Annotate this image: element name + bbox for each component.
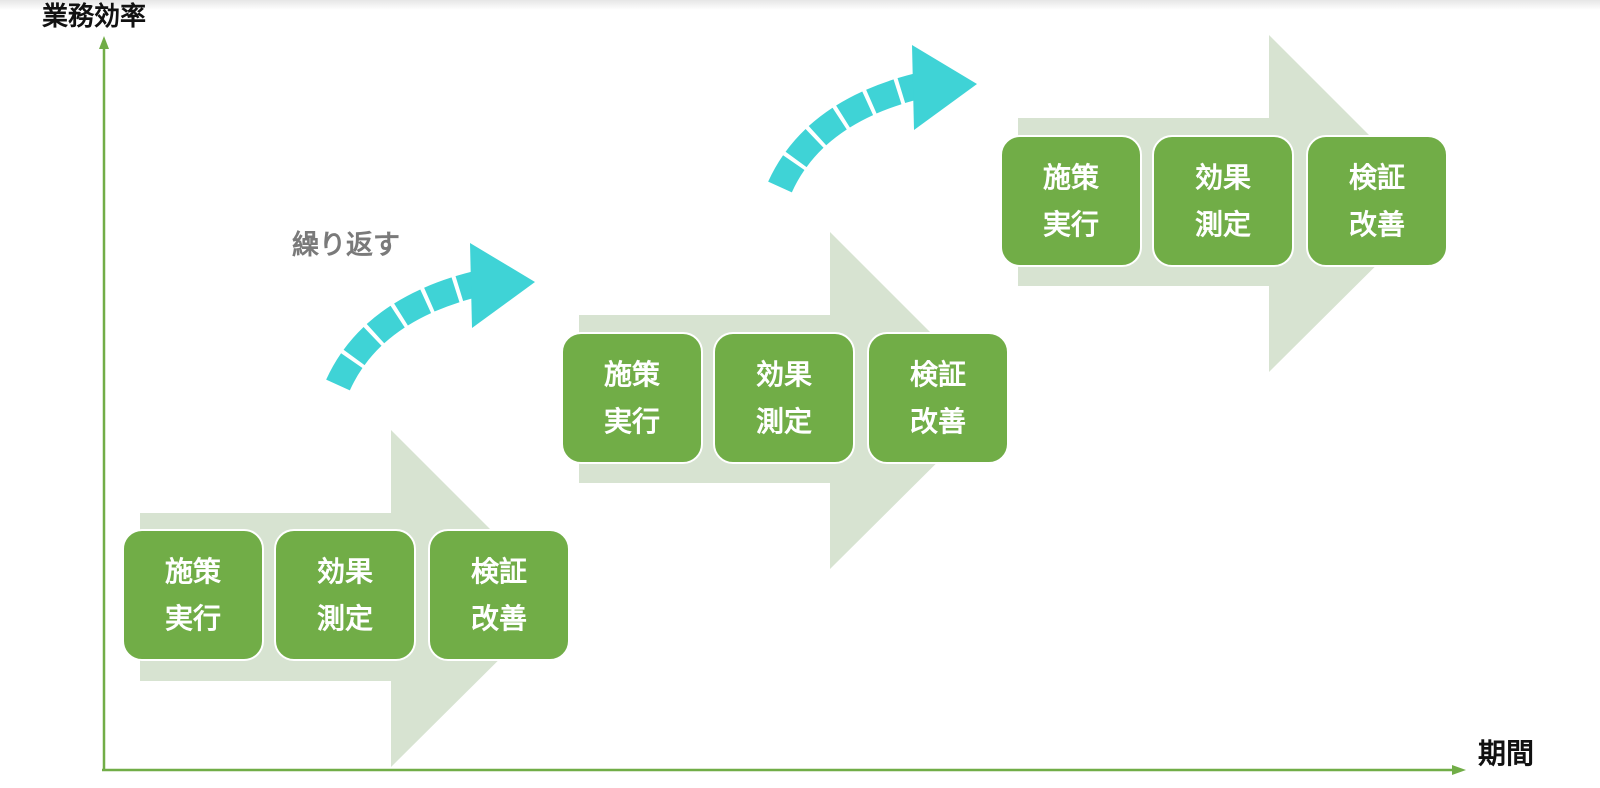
- step-box-verify: 検証 改善: [867, 332, 1009, 464]
- step-label: 改善: [909, 405, 966, 438]
- y-axis-label: 業務効率: [42, 2, 147, 32]
- stage-1: 施策 実行 効果 測定 検証 改善: [122, 529, 576, 665]
- y-axis-arrowhead: [99, 36, 109, 49]
- repeat-arrow-1: [326, 243, 535, 391]
- step-label: 改善: [470, 602, 527, 635]
- step-box-execute: 施策 実行: [561, 332, 703, 464]
- repeat-arrow-head: [470, 243, 535, 328]
- step-label: 効果: [1194, 161, 1251, 194]
- step-box-verify: 検証 改善: [1306, 135, 1448, 267]
- step-box-measure: 効果 測定: [1152, 135, 1294, 267]
- x-axis-label: 期間: [1478, 737, 1535, 770]
- step-label: 検証: [909, 358, 966, 391]
- repeat-arrow-body: [768, 73, 922, 193]
- step-box-verify: 検証 改善: [428, 529, 570, 661]
- step-label: 実行: [603, 405, 660, 438]
- axis-gap-mark: [898, 742, 956, 768]
- step-label: 効果: [316, 555, 373, 588]
- repeat-arrow-2: [768, 45, 977, 193]
- stage-2: 施策 実行 効果 測定 検証 改善: [561, 332, 1015, 468]
- step-label: 検証: [1348, 161, 1405, 194]
- step-label: 測定: [755, 405, 812, 438]
- step-label: 改善: [1348, 208, 1405, 241]
- step-label: 実行: [1042, 208, 1099, 241]
- step-box-execute: 施策 実行: [1000, 135, 1142, 267]
- repeat-arrow-head: [912, 45, 977, 130]
- x-axis-arrowhead: [1452, 765, 1466, 775]
- step-label: 効果: [755, 358, 812, 391]
- step-box-measure: 効果 測定: [274, 529, 416, 661]
- step-label: 施策: [164, 555, 221, 588]
- step-label: 測定: [1194, 208, 1251, 241]
- step-label: 施策: [1042, 161, 1099, 194]
- step-box-measure: 効果 測定: [713, 332, 855, 464]
- step-label: 測定: [316, 602, 373, 635]
- top-shadow: [0, 0, 1600, 10]
- stage-3: 施策 実行 効果 測定 検証 改善: [1000, 135, 1454, 271]
- repeat-label: 繰り返す: [292, 230, 400, 261]
- step-label: 施策: [603, 358, 660, 391]
- step-label: 実行: [164, 602, 221, 635]
- step-box-execute: 施策 実行: [122, 529, 264, 661]
- repeat-arrow-body: [326, 271, 480, 391]
- step-label: 検証: [470, 555, 527, 588]
